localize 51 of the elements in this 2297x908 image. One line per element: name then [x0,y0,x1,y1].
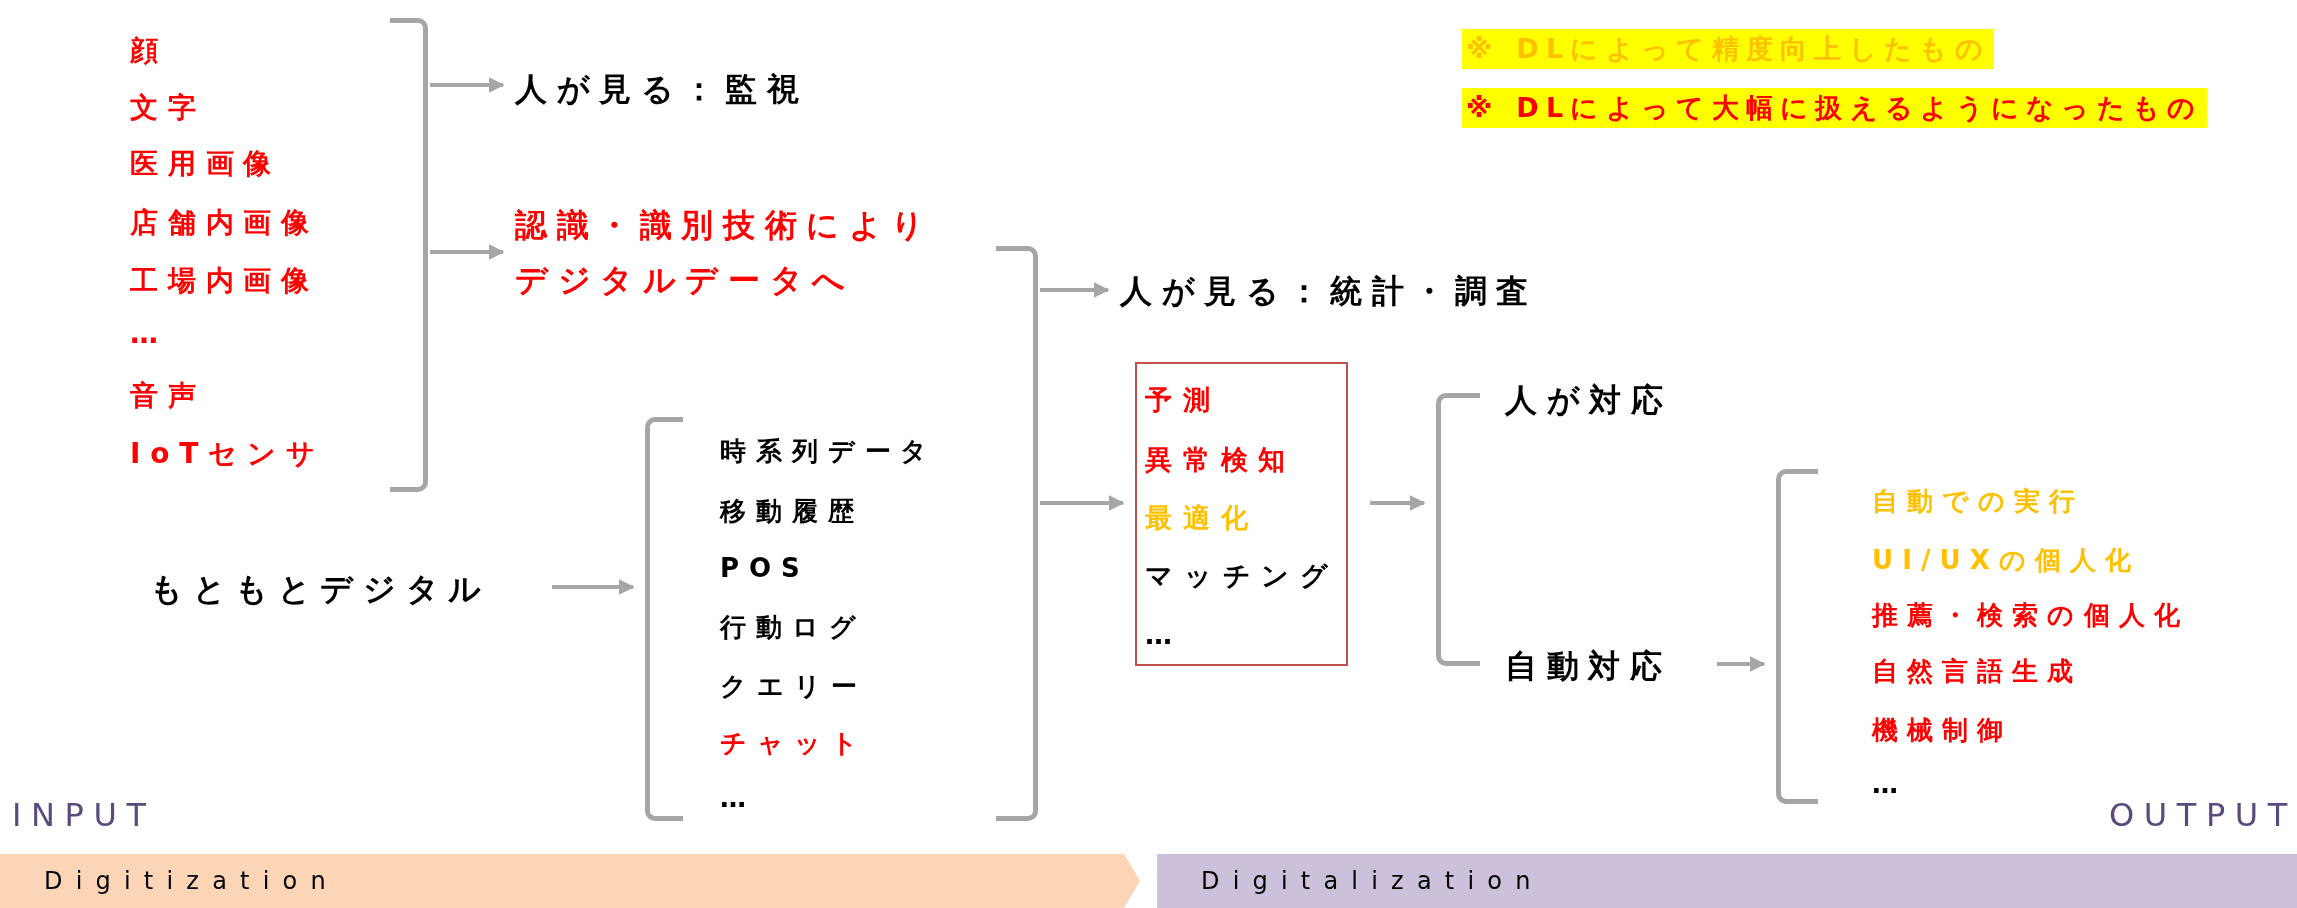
list-item: 移動履歴 [720,489,864,533]
list-item: 推薦・検索の個人化 [1872,593,2189,637]
right-bracket [390,18,428,492]
phase-label: OUTPUT [2108,796,2297,834]
phase-label: INPUT [12,796,156,834]
list-item: UI/UXの個人化 [1872,538,2141,582]
left-bracket [645,417,683,821]
list-item: クエリー [720,664,867,708]
legend-note: ※ DLによって大幅に扱えるようになったもの [1462,88,2207,128]
arrow [552,579,635,595]
phase-band: Digitalization [1157,854,2297,908]
stage-label: 自動対応 [1505,646,1673,687]
list-item: 顔 [130,29,168,73]
stage-label: 人が見る：監視 [515,69,810,110]
list-item: 音声 [130,374,206,418]
stage-label: 人が対応 [1505,380,1674,421]
list-item: … [130,312,168,356]
list-item: … [1145,613,1183,657]
arrow [430,77,505,93]
list-item: チャット [720,721,868,765]
list-frame [1135,362,1348,666]
list-item: マッチング [1145,554,1339,598]
arrow [1370,495,1426,511]
arrow [1717,656,1766,672]
arrow [1040,495,1125,511]
list-item: 最適化 [1145,496,1259,540]
arrow [430,244,505,260]
list-item: 行動ログ [720,605,866,649]
right-bracket [996,246,1038,821]
legend-note: ※ DLによって精度向上したもの [1462,29,1994,69]
phase-band: Digitization [0,854,1140,908]
list-item: … [1872,762,1908,806]
stage-label: もともとデジタル [150,569,492,610]
list-item: 時系列データ [720,429,938,473]
left-bracket [1776,469,1818,804]
list-item: 自動での実行 [1872,479,2085,523]
list-item: 医用画像 [130,142,282,186]
arrow [1040,282,1110,298]
stage-label: 認識・識別技術によりデジタルデータへ [515,205,935,301]
list-item: 工場内画像 [130,259,319,303]
left-bracket [1436,393,1480,666]
list-item: 文字 [130,86,206,130]
list-item: 予測 [1145,378,1221,422]
list-item: POS [720,546,810,590]
list-item: IoTセンサ [130,432,325,476]
list-item: 店舗内画像 [130,201,319,245]
list-item: … [720,776,756,820]
list-item: 自然言語生成 [1872,649,2083,693]
stage-label: 人が見る：統計・調査 [1120,271,1539,312]
list-item: 異常検知 [1145,438,1297,482]
list-item: 機械制御 [1872,708,2013,752]
